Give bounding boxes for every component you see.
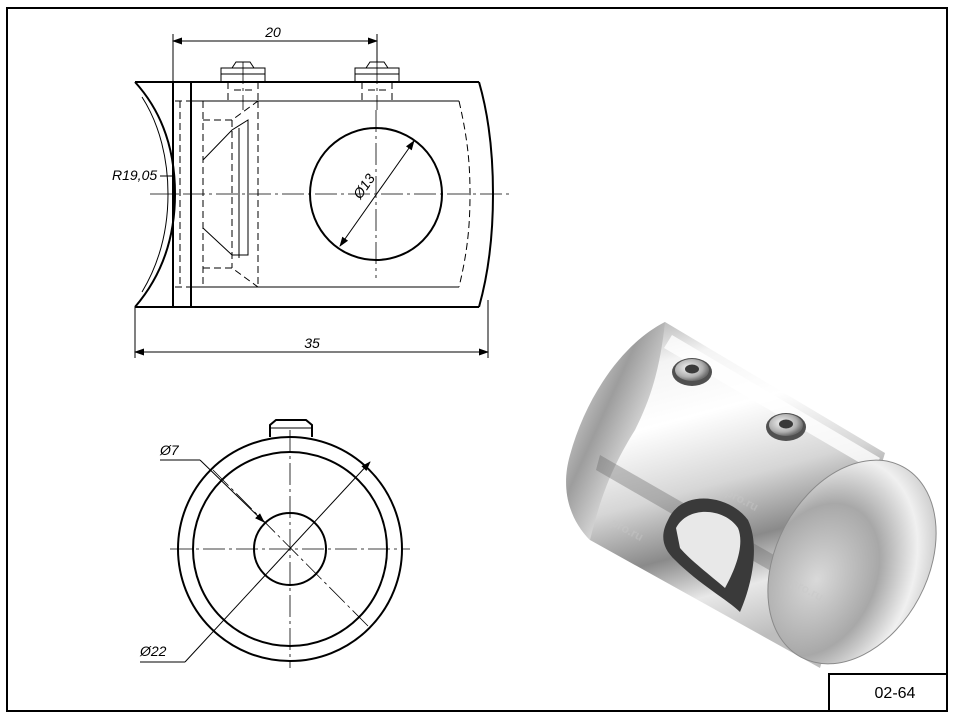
side-view: Ø7 Ø22 — [139, 419, 410, 668]
product-render: pro.ru pro.ru pro.ru — [566, 322, 937, 668]
dim-outer-diameter: Ø22 — [139, 643, 167, 659]
saddle-end — [566, 322, 665, 540]
flat-end-face — [767, 459, 937, 665]
render-screw-2 — [766, 413, 806, 441]
drawing-code: 02-64 — [875, 685, 916, 702]
dim-radius: R19,05 — [112, 167, 157, 183]
title-block: 02-64 — [828, 673, 948, 712]
render-screw-1 — [672, 358, 712, 386]
front-view: Ø13 20 35 R19,05 — [112, 24, 510, 358]
dim-length-20: 20 — [264, 24, 281, 40]
dim-small-diameter: Ø7 — [159, 442, 180, 458]
sheet-border — [6, 7, 948, 712]
dim-length-35: 35 — [304, 335, 320, 351]
